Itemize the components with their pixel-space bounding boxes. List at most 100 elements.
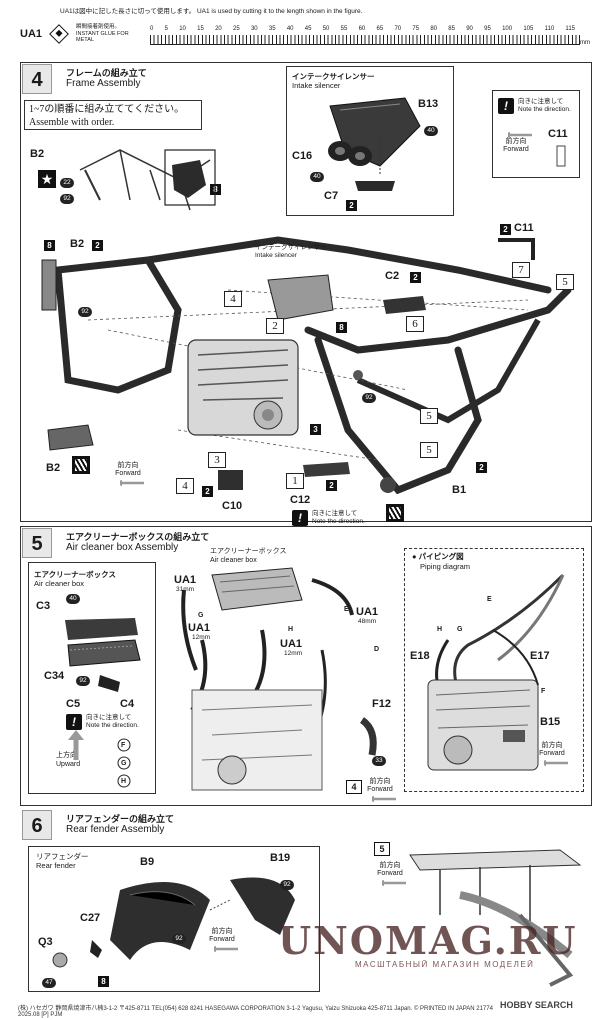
num-2-c11: 2: [500, 224, 511, 235]
forward-arrow-icon: [374, 880, 406, 886]
ruler-tick-label: 110: [544, 26, 555, 32]
num-47-q3: 47: [42, 978, 56, 988]
step-ref-7: 7: [512, 262, 530, 278]
part-c7: C7: [324, 190, 339, 202]
star-icon: ★: [38, 170, 56, 188]
part-b1: B1: [452, 484, 467, 496]
num-40-c16: 40: [310, 172, 324, 182]
ruler-tick-label: 15: [197, 26, 204, 32]
step-6-title-en: Rear fender Assembly: [66, 824, 165, 835]
step-ref-6: 6: [406, 316, 424, 332]
b2-inset-label: B2: [30, 148, 45, 160]
part-c16: C16: [292, 150, 313, 162]
piping-letter-e: E: [487, 596, 492, 603]
ua1-48-length: 48mm: [358, 618, 377, 625]
step-ref-4: 4: [224, 291, 242, 307]
part-c10: C10: [222, 500, 243, 512]
glue-note: 瞬間接着剤使用。 INSTANT GLUE FOR METAL: [76, 24, 136, 44]
part-q3: Q3: [38, 936, 53, 948]
piping-title-jp: ● パイピング図: [412, 552, 464, 561]
part-b19: B19: [270, 852, 291, 864]
watermark: UNOMAG.RU: [278, 918, 578, 963]
ruler-tick-label: 45: [304, 26, 312, 32]
num-92-c34: 92: [76, 676, 90, 686]
acb-note-en: Note the direction.: [86, 722, 139, 729]
part-c34: C34: [44, 670, 65, 682]
footer-text: (株) ハセガワ 静岡県焼津市八楠3-1-2 〒425-8711 TEL(054…: [18, 1006, 493, 1018]
warning-icon: [66, 714, 82, 730]
ruler-tick-label: 80: [430, 26, 437, 32]
num-92-inset: 92: [60, 194, 74, 204]
ruler-tick-label: 20: [215, 26, 222, 32]
step-ref-5c: 5: [420, 442, 438, 458]
center-letter-d: D: [374, 646, 380, 653]
step-5-title-en: Air cleaner box Assembly: [66, 542, 179, 553]
intake-panel-title-jp: インテークサイレンサー: [292, 72, 375, 81]
ua1-31-label: UA1: [174, 574, 197, 586]
ruler-tick-label: 70: [394, 26, 402, 32]
part-c12: C12: [290, 494, 311, 506]
center-acb-jp: エアクリーナーボックス: [210, 548, 287, 555]
part-b9: B9: [140, 856, 155, 868]
ua1-tag: UA1: [20, 27, 43, 40]
acb-letter-h: H: [121, 778, 127, 785]
rear-fender-forward-en: Forward: [209, 936, 235, 943]
ruler-tick-label: 50: [322, 26, 330, 32]
order-note-jp: 1~7の順番に組み立ててください。: [29, 104, 185, 115]
step-6-title-jp: リアフェンダーの組み立て: [66, 814, 175, 824]
num-3-engine: 3: [310, 424, 321, 435]
num-8-frame: 8: [336, 322, 347, 333]
part-b13: B13: [418, 98, 439, 110]
piping-diagram-drawing: [427, 573, 565, 771]
piping-forward-jp: 前方向: [541, 742, 563, 749]
watermark-sub: МАСШТАБНЫЙ МАГАЗИН МОДЕЛЕЙ: [355, 960, 535, 969]
num-8-c27: 8: [98, 976, 109, 987]
rear-fender-forward: 前方向 Forward: [206, 928, 238, 952]
ua1-31-length: 31mm: [176, 586, 195, 593]
part-c11: C11: [514, 222, 534, 234]
upward-en: Upward: [56, 761, 81, 768]
num-92-b9: 92: [172, 934, 186, 944]
center-letter-h: H: [288, 626, 294, 633]
paint-stripe-icon: [72, 456, 90, 474]
piping-letter-g: G: [457, 626, 463, 633]
ruler-tick-label: 75: [412, 26, 420, 32]
step-ref-2: 2: [266, 318, 284, 334]
rear-right-forward-jp: 前方向: [379, 862, 401, 869]
assembly-order-note: 1~7の順番に組み立ててください。 Assemble with order.: [24, 100, 202, 130]
ruler-tick-label: 95: [484, 26, 491, 32]
rear-frame-drawing: [409, 849, 582, 987]
ruler-tick-label: 65: [376, 26, 384, 32]
ua1-12b-length: 12mm: [284, 650, 303, 657]
warning-icon: [292, 510, 308, 526]
piping-forward: 前方向 Forward: [536, 742, 568, 766]
num-92-frame-left: 92: [78, 307, 92, 317]
step-ref-4-center: 4: [346, 780, 362, 794]
step-6-number: 6: [22, 810, 52, 840]
num-2-b1: 2: [476, 462, 487, 473]
num-40-c3: 40: [66, 594, 80, 604]
ruler-tick-label: 100: [502, 26, 513, 32]
step4-forward: 前方向 Forward: [112, 462, 144, 486]
piping-letter-h: H: [437, 626, 443, 633]
ruler-tick-label: 90: [466, 26, 473, 32]
upward-jp: 上方向: [56, 752, 77, 759]
c11-note-en: Note the direction.: [518, 106, 571, 113]
intake-silencer-drawing: [328, 97, 421, 191]
center-forward-jp: 前方向: [369, 778, 391, 785]
c12-note-en: Note the direction.: [312, 518, 365, 525]
part-f12: F12: [372, 698, 391, 710]
piping-forward-en: Forward: [539, 750, 565, 757]
piping-title-en: Piping diagram: [420, 562, 471, 571]
num-2-c10: 2: [202, 486, 213, 497]
num-92-frame-right: 92: [362, 393, 376, 403]
step4-forward-en: Forward: [115, 470, 141, 477]
part-c4: C4: [120, 698, 135, 710]
ua1-48-label: UA1: [356, 606, 379, 618]
step4-forward-jp: 前方向: [117, 462, 139, 469]
c11-forward: 前方向 Forward: [500, 130, 532, 154]
forward-arrow-icon: [112, 480, 144, 486]
acb-letter-g: G: [121, 760, 127, 767]
